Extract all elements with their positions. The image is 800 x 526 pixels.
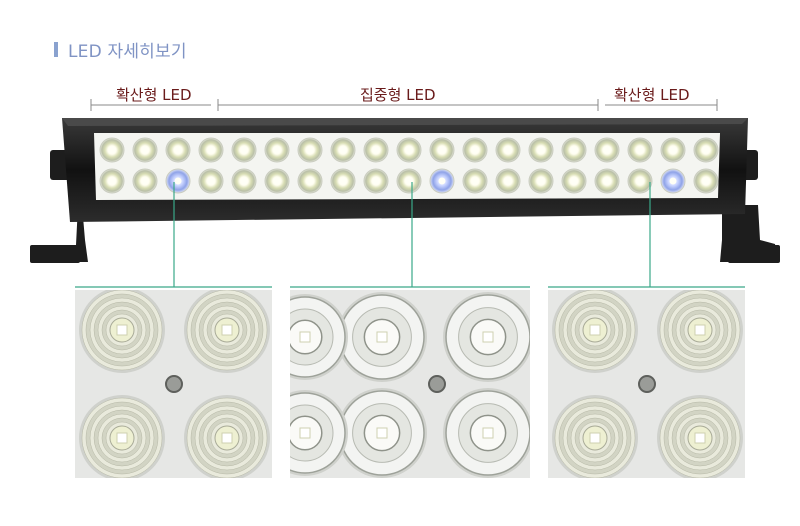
led-chip	[273, 177, 281, 185]
led-chip	[636, 146, 644, 154]
screw	[428, 375, 446, 393]
led-light-bar	[30, 118, 780, 263]
led-chip	[221, 324, 233, 336]
led-chip	[702, 177, 710, 185]
label-diffuse-left: 확산형 LED	[116, 86, 192, 104]
led-chip	[537, 177, 545, 185]
led-chip	[702, 146, 710, 154]
led-chip	[471, 146, 479, 154]
screw	[165, 375, 183, 393]
led-chip	[438, 146, 446, 154]
led-chip	[504, 177, 512, 185]
led-chip	[603, 177, 611, 185]
led-chip	[108, 146, 116, 154]
led-chip	[141, 177, 149, 185]
led-chip	[339, 146, 347, 154]
led-chip	[438, 177, 446, 185]
led-chip	[306, 146, 314, 154]
led-chip	[603, 146, 611, 154]
led-chip	[240, 146, 248, 154]
led-chip	[570, 177, 578, 185]
led-chip	[570, 146, 578, 154]
led-chip	[405, 146, 413, 154]
led-chip	[372, 146, 380, 154]
led-chip	[174, 146, 182, 154]
led-chip	[116, 432, 128, 444]
led-chip	[108, 177, 116, 185]
led-chip	[694, 432, 706, 444]
led-chip	[471, 177, 479, 185]
screw	[638, 375, 656, 393]
led-chip	[141, 146, 149, 154]
led-chip	[299, 427, 311, 439]
led-chip	[694, 324, 706, 336]
label-diffuse-right: 확산형 LED	[614, 86, 690, 104]
led-chip	[376, 331, 388, 343]
led-chip	[207, 146, 215, 154]
led-chip	[116, 324, 128, 336]
led-chip	[482, 331, 494, 343]
mount-bracket-right	[720, 150, 780, 263]
led-chip	[504, 146, 512, 154]
led-chip	[273, 146, 281, 154]
led-chip	[306, 177, 314, 185]
vertical-bar-icon	[54, 41, 58, 57]
led-chip	[537, 146, 545, 154]
led-chip	[174, 177, 182, 185]
led-chip	[339, 177, 347, 185]
led-chip	[372, 177, 380, 185]
led-chip	[669, 177, 677, 185]
diffuse-led-closeup-left	[75, 290, 272, 478]
led-chip	[669, 146, 677, 154]
led-chip	[376, 427, 388, 439]
led-chip	[221, 432, 233, 444]
led-chip	[207, 177, 215, 185]
led-chip	[240, 177, 248, 185]
mount-bracket-left	[30, 150, 88, 263]
led-chip	[405, 177, 413, 185]
led-chip	[636, 177, 644, 185]
section-heading: LED 자세히보기	[54, 38, 187, 62]
led-chip	[482, 427, 494, 439]
led-chip	[589, 324, 601, 336]
diffuse-led-closeup-right	[548, 290, 745, 478]
led-chip	[589, 432, 601, 444]
section-title: LED 자세히보기	[68, 41, 187, 62]
spot-led-closeup-center	[290, 290, 530, 478]
led-chip	[299, 331, 311, 343]
label-spot-center: 집중형 LED	[360, 86, 436, 104]
